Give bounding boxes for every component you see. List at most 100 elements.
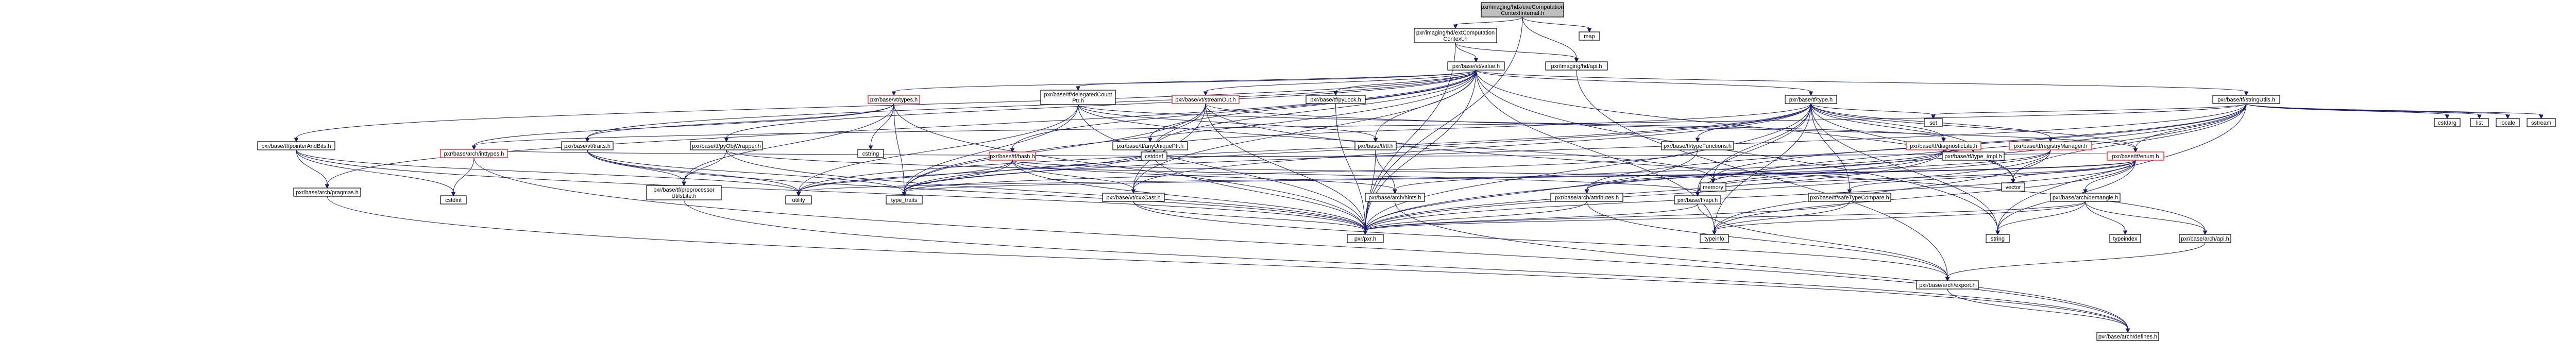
node-typeindex[interactable]: typeindex — [2109, 234, 2141, 243]
node-stringUtils[interactable]: pxr/base/tf/stringUtils.h — [2212, 95, 2280, 104]
node-box — [886, 195, 923, 205]
node-archApi[interactable]: pxr/base/arch/api.h — [2179, 234, 2231, 243]
node-box — [1040, 90, 1116, 105]
node-box — [1924, 118, 1943, 127]
edge-tfTfH-to-pxrH — [1365, 149, 1376, 231]
edge-tfEnum-to-typeTraits — [904, 160, 2136, 193]
node-locale[interactable]: locale — [2496, 118, 2520, 127]
edge-vtValue-to-typeTraits — [904, 70, 1477, 193]
node-typeTraits[interactable]: type_traits — [886, 195, 923, 205]
node-vtTypes[interactable]: pxr/base/vt/types.h — [868, 95, 920, 104]
node-pyLock[interactable]: pxr/base/tf/pyLock.h — [1306, 95, 1366, 104]
arrowhead-archExport-to-archDefines — [2125, 328, 2130, 333]
node-streamOut[interactable]: pxr/base/vt/streamOut.h — [1172, 95, 1240, 104]
edge-tfApi-to-archExport — [1697, 203, 1948, 278]
node-label: pxr/base/arch/demangle.h — [2053, 195, 2118, 201]
node-vector[interactable]: vector — [2001, 182, 2025, 192]
edge-tfType-to-typeImpl — [1810, 103, 1974, 149]
node-box — [561, 141, 614, 150]
node-label: pxr/base/tf/registryManager.h — [2014, 143, 2087, 149]
edge-archInttypes-to-archDefines — [473, 157, 2128, 329]
edge-tfType-to-tfEnum — [1810, 103, 2136, 149]
node-vtValue[interactable]: pxr/base/vt/value.h — [1447, 61, 1505, 71]
node-box — [1674, 195, 1721, 205]
node-tfType[interactable]: pxr/base/tf/type.h — [1785, 95, 1837, 104]
arrowhead-tfType-to-diagnosticLite — [1941, 138, 1946, 143]
node-archDefines[interactable]: pxr/base/arch/defines.h — [2096, 332, 2159, 341]
node-cstdint[interactable]: cstdint — [440, 195, 467, 205]
node-memory[interactable]: memory — [1700, 182, 1726, 192]
edge-archPragmas-to-archDefines — [327, 196, 2128, 329]
node-box — [690, 141, 763, 150]
node-typeinfo[interactable]: typeinfo — [1700, 234, 1729, 243]
edge-stringUtils-to-vector — [2013, 103, 2247, 180]
node-archHints[interactable]: pxr/base/arch/hints.h — [1365, 193, 1425, 202]
node-archInttypes[interactable]: pxr/base/arch/inttypes.h — [440, 149, 508, 158]
node-tfTfH[interactable]: pxr/base/tf/tf.h — [1354, 141, 1397, 150]
node-box — [1354, 141, 1397, 150]
node-box — [2107, 151, 2164, 161]
edge-tfHash-to-tfCxx — [1012, 160, 1134, 190]
node-utility[interactable]: utility — [785, 195, 812, 205]
arrowhead-vtValue-to-vtTypes — [891, 91, 896, 96]
node-label: pxr/base/vt/value.h — [1452, 63, 1500, 70]
node-archExport[interactable]: pxr/base/arch/export.h — [1916, 280, 1979, 290]
edge-delegatedCount-to-utility — [798, 104, 1078, 193]
node-vtTraits[interactable]: pxr/base/vt/traits.h — [561, 141, 614, 150]
edge-archDemangle-to-pxrH — [1365, 201, 2086, 231]
edge-pointerAndBits-to-archPragmas — [296, 149, 328, 185]
node-set[interactable]: set — [1924, 118, 1943, 127]
node-archAttributes[interactable]: pxr/base/arch/attributes.h — [1550, 193, 1623, 202]
node-cstddef[interactable]: cstddef — [1141, 151, 1167, 161]
edge-execCtx-to-vtValue — [1455, 42, 1477, 59]
node-list[interactable]: list — [2470, 118, 2489, 127]
node-label: pxr/base/tf/hash.h — [990, 154, 1035, 160]
node-anyUniquePtr[interactable]: pxr/base/tf/anyUniquePtr.h — [1112, 141, 1188, 150]
node-label: map — [1584, 33, 1595, 40]
edge-vtTraits-to-pxrH — [587, 149, 1366, 231]
node-pxrH[interactable]: pxr/pxr.h — [1347, 234, 1384, 243]
edge-vtTypes-to-pxrH — [893, 103, 1366, 231]
arrowhead-vtTypes-to-vtTraits — [585, 138, 590, 143]
node-typeFunctions[interactable]: pxr/base/tf/typeFunctions.h — [1661, 141, 1734, 150]
node-box — [1661, 141, 1734, 150]
node-hdApi[interactable]: pxr/imaging/hd/api.h — [1545, 61, 1608, 71]
edge-archDemangle-to-string — [1997, 201, 2086, 231]
arrowhead-vtValue-to-stringUtils — [2244, 91, 2249, 96]
edge-tfHash-to-memory — [1012, 160, 1714, 180]
node-archPragmas[interactable]: pxr/base/arch/pragmas.h — [293, 188, 361, 197]
node-diagnosticLite[interactable]: pxr/base/tf/diagnosticLite.h — [1906, 141, 1981, 150]
edge-vtTypes-to-cstring — [870, 103, 894, 146]
node-tfEnum[interactable]: pxr/base/tf/enum.h — [2107, 151, 2164, 161]
edge-tfCxx-to-pxrH — [1133, 201, 1366, 231]
node-safeTypeCompare[interactable]: pxr/base/tf/safeTypeCompare.h — [1808, 193, 1891, 202]
edge-tfType-to-tfCxx — [1133, 103, 1811, 190]
node-typeImpl[interactable]: pxr/base/tf/type_Impl.h — [1942, 151, 2005, 161]
edge-pointerAndBits-to-pxrH — [296, 149, 1366, 231]
node-cstdarg[interactable]: cstdarg — [2434, 118, 2461, 127]
node-tfHash[interactable]: pxr/base/tf/hash.h — [989, 151, 1036, 161]
edge-vtTypes-to-vtTraits — [587, 103, 894, 139]
arrowhead-vtValue-to-tfHash — [1010, 148, 1015, 153]
edge-hdApi-to-archExport — [1576, 70, 1948, 278]
node-tfCxx[interactable]: pxr/base/vt/cxxCast.h — [1102, 193, 1165, 202]
edge-tfEnum-to-archDemangle — [2085, 160, 2136, 190]
node-root[interactable]: pxr/imaging/hdx/exeComputationContextInt… — [1481, 2, 1564, 18]
node-string[interactable]: string — [1986, 234, 2010, 243]
node-sstream[interactable]: sstream — [2527, 118, 2556, 127]
edge-vtTypes-to-archInttypes — [473, 103, 894, 146]
node-registryManager[interactable]: pxr/base/tf/registryManager.h — [2009, 141, 2092, 150]
node-archDemangle[interactable]: pxr/base/arch/demangle.h — [2050, 193, 2121, 202]
node-tfApi[interactable]: pxr/base/tf/api.h — [1674, 195, 1721, 205]
node-pyObjWrapper[interactable]: pxr/base/tf/pyObjWrapper.h — [690, 141, 763, 150]
arrowhead-vtValue-to-anyUniquePtr — [1148, 138, 1153, 143]
node-map[interactable]: map — [1579, 31, 1600, 41]
node-cstring[interactable]: cstring — [857, 149, 884, 158]
node-pointerAndBits[interactable]: pxr/base/tf/pointerAndBits.h — [257, 141, 335, 150]
node-label: locale — [2500, 120, 2515, 126]
edge-registryManager-to-archAttributes — [1586, 149, 2051, 190]
node-label: pxr/base/vt/cxxCast.h — [1106, 195, 1160, 201]
